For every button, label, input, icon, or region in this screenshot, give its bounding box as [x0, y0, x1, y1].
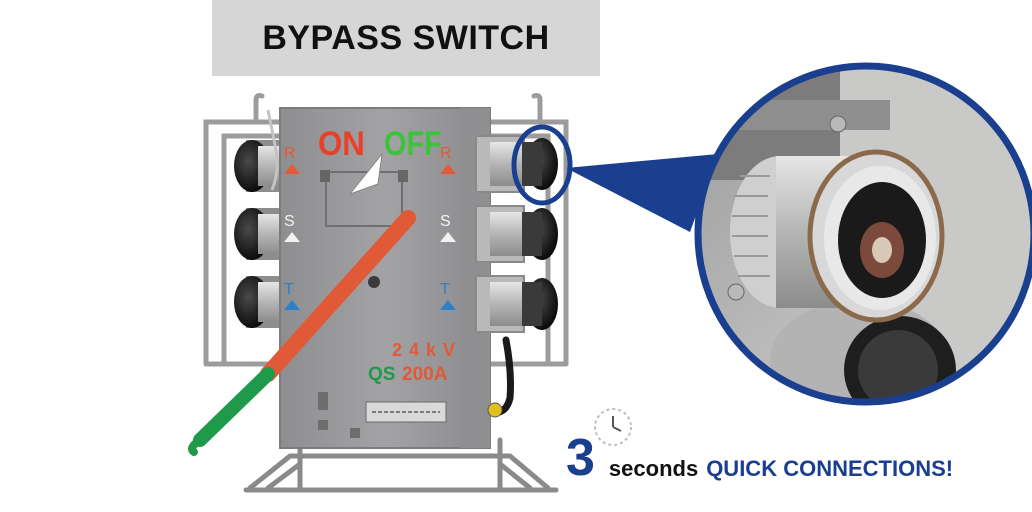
- ground-terminal: [487, 402, 503, 418]
- caption: 3 seconds QUICK CONNECTIONS!: [566, 424, 953, 484]
- pivot-bolt: [368, 276, 380, 288]
- right-phase-r-arrow: [440, 164, 456, 174]
- clock-icon: [594, 408, 632, 446]
- ground-cable: [490, 336, 514, 416]
- indicator-needle: [348, 152, 383, 196]
- current-rating: 200A: [402, 364, 448, 385]
- zoom-detail: [694, 62, 1032, 406]
- page-title: BYPASS SWITCH: [262, 18, 550, 57]
- switch-handle[interactable]: [188, 210, 416, 456]
- left-phase-r-label: R: [284, 145, 296, 162]
- right-phase-t-label: T: [440, 281, 450, 298]
- on-label: ON: [318, 124, 365, 163]
- right-phase-s-label: S: [440, 213, 451, 230]
- voltage-rating: 2 4 k V: [392, 340, 456, 360]
- right-socket-s: [475, 205, 558, 263]
- caption-number: 3: [566, 429, 595, 487]
- right-phase-labels: R S T: [440, 145, 456, 310]
- left-phase-s-arrow: [284, 232, 300, 242]
- title-banner: BYPASS SWITCH: [212, 0, 600, 76]
- left-phase-r-arrow: [284, 164, 300, 174]
- zoom-pointer: [566, 154, 718, 232]
- right-socket-t: [475, 275, 558, 333]
- indicator-window: [325, 171, 403, 227]
- model-label: QS: [368, 364, 395, 385]
- caption-seconds: seconds: [608, 456, 699, 481]
- right-phase-r-label: R: [440, 145, 452, 162]
- left-phase-labels: R S T: [284, 145, 300, 310]
- off-label: OFF: [384, 124, 442, 163]
- left-phase-t-arrow: [284, 300, 300, 310]
- switch-device: ON OFF R S T R S T: [188, 93, 569, 493]
- switch-body: [279, 107, 491, 449]
- left-plug-s: [234, 208, 286, 260]
- right-phase-s-arrow: [440, 232, 456, 242]
- socket-highlight-ring: [511, 124, 573, 206]
- caption-highlight: QUICK CONNECTIONS!: [706, 456, 954, 481]
- left-phase-t-label: T: [284, 281, 294, 298]
- zoom-circle-border: [694, 62, 1032, 406]
- left-phase-s-label: S: [284, 213, 295, 230]
- left-plug-t: [234, 276, 286, 328]
- right-phase-t-arrow: [440, 300, 456, 310]
